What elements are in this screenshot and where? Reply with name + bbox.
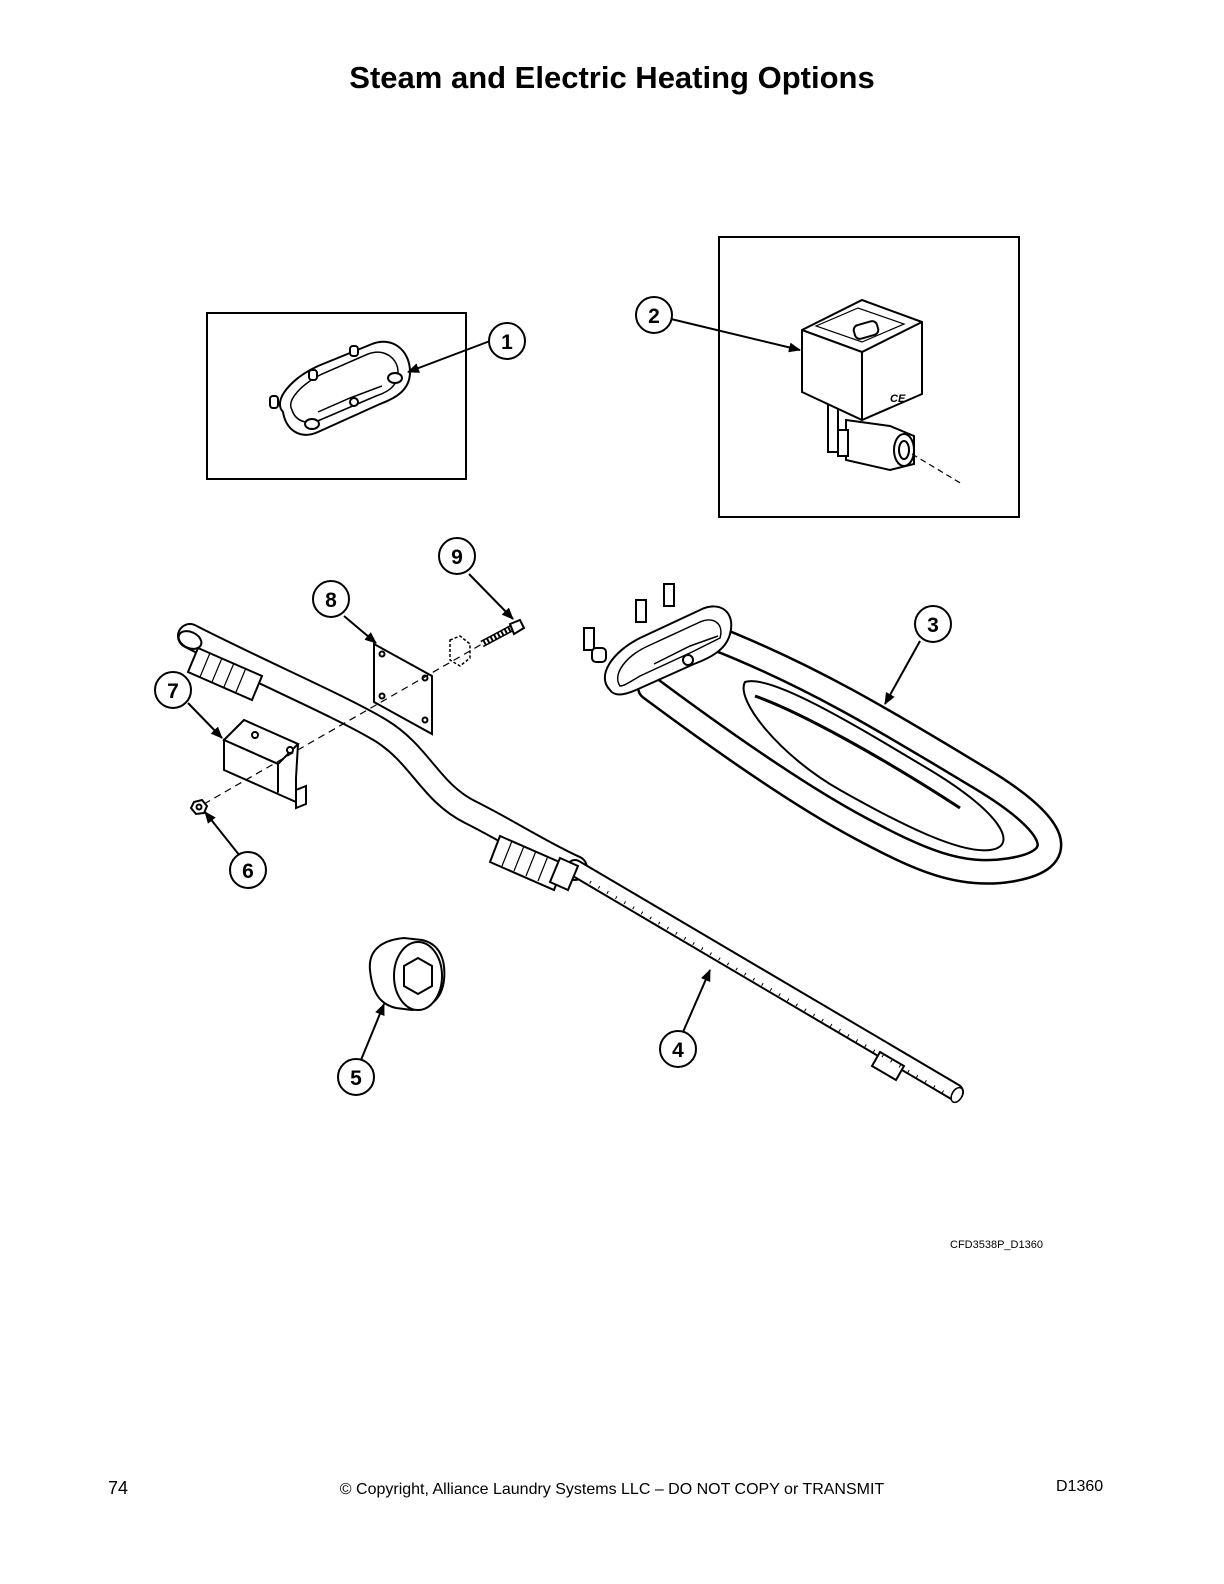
bracket-part — [222, 718, 307, 810]
steam-valve-part — [801, 298, 923, 472]
page-title: Steam and Electric Heating Options — [349, 60, 875, 95]
callout-4: 4 — [659, 1030, 697, 1068]
svg-text:4: 4 — [672, 1039, 684, 1062]
copyright-notice: © Copyright, Alliance Laundry Systems LL… — [339, 1481, 885, 1498]
svg-text:2: 2 — [648, 305, 660, 328]
svg-text:3: 3 — [927, 614, 939, 637]
nut-part — [189, 798, 209, 816]
svg-text:1: 1 — [501, 331, 513, 354]
callout-7: 7 — [154, 671, 192, 709]
svg-text:9: 9 — [451, 546, 463, 569]
page-number: 74 — [108, 1478, 129, 1498]
callout-5: 5 — [337, 1058, 375, 1096]
hex-boss-part — [368, 936, 446, 1012]
callout-8: 8 — [312, 580, 350, 618]
bolt-part — [449, 618, 526, 667]
callout-2: 2 — [635, 296, 673, 334]
detail-box-valve — [718, 236, 1020, 518]
heating-element-part — [583, 583, 1063, 885]
steam-tube-part — [177, 623, 964, 1104]
callout-1: 1 — [488, 322, 526, 360]
callout-9: 9 — [438, 537, 476, 575]
svg-text:7: 7 — [167, 680, 179, 703]
svg-text:5: 5 — [350, 1067, 362, 1090]
document-id: D1360 — [1056, 1478, 1104, 1495]
svg-text:8: 8 — [325, 589, 337, 612]
callout-6: 6 — [229, 851, 267, 889]
callout-3: 3 — [914, 605, 952, 643]
assembly-centerline — [203, 643, 483, 805]
svg-text:6: 6 — [242, 860, 254, 883]
ce-mark: CE — [890, 393, 906, 405]
detail-box-gasket — [206, 312, 467, 480]
drawing-code: CFD3538P_D1360 — [950, 1239, 1043, 1251]
gasket-part — [269, 340, 412, 436]
valve-centerline — [911, 453, 963, 485]
